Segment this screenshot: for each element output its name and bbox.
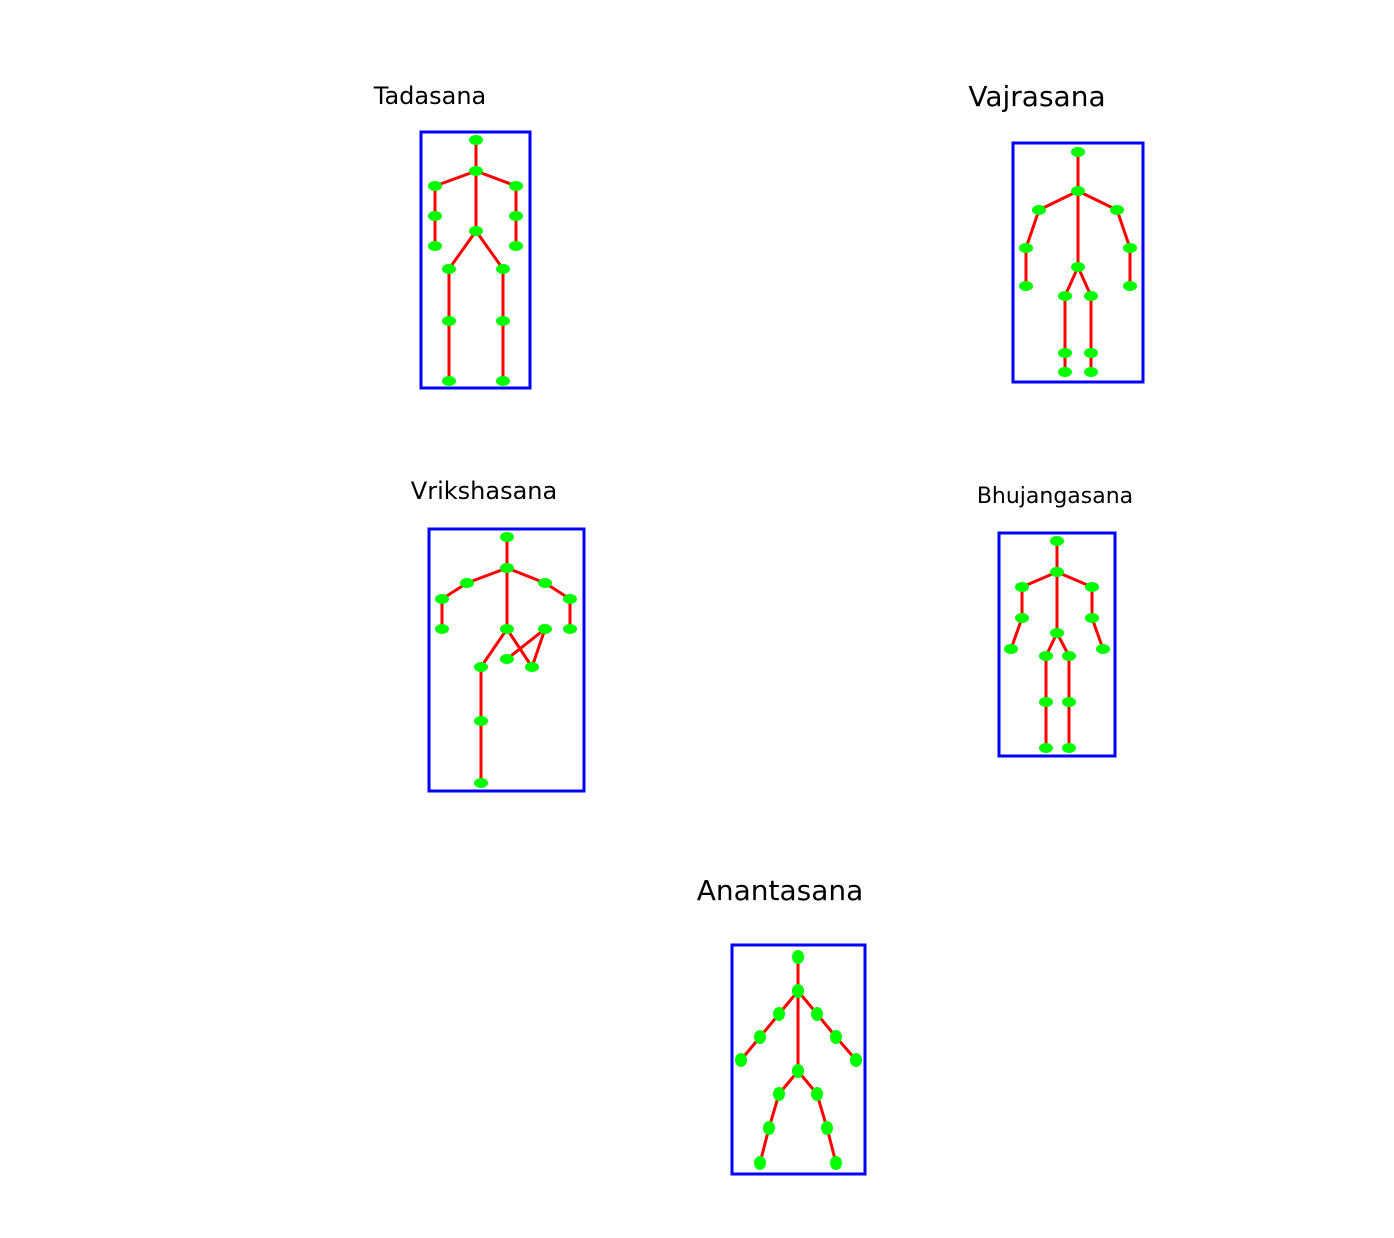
pose-label-bhujangasana: Bhujangasana xyxy=(977,484,1133,509)
bounding-box-anantasana xyxy=(730,943,867,1176)
bounding-box-bhujangasana xyxy=(997,531,1117,758)
pose-label-tadasana: Tadasana xyxy=(373,82,486,110)
skeleton-joints-anantasana xyxy=(735,950,862,1170)
pose-figure-vrikshasana: Vrikshasana xyxy=(411,477,586,793)
bounding-box-tadasana xyxy=(419,130,532,390)
bounding-box-vajrasana xyxy=(1011,141,1145,384)
skeleton-bones-vajrasana xyxy=(1024,150,1132,374)
skeleton-joints-vrikshasana xyxy=(435,532,577,788)
pose-figure-bhujangasana: Bhujangasana xyxy=(977,484,1133,758)
pose-label-anantasana: Anantasana xyxy=(697,874,864,907)
pose-figure-vajrasana: Vajrasana xyxy=(968,80,1145,384)
pose-label-vrikshasana: Vrikshasana xyxy=(411,477,557,505)
skeleton-joints-tadasana xyxy=(428,135,523,386)
skeleton-joints-bhujangasana xyxy=(1004,536,1110,753)
bounding-box-vrikshasana xyxy=(427,527,586,793)
pose-figure-tadasana: Tadasana xyxy=(373,82,532,390)
pose-figure-anantasana: Anantasana xyxy=(697,874,867,1176)
skeleton-bones-tadasana xyxy=(433,138,518,383)
skeleton-joints-vajrasana xyxy=(1019,147,1137,377)
pose-label-vajrasana: Vajrasana xyxy=(968,80,1105,113)
